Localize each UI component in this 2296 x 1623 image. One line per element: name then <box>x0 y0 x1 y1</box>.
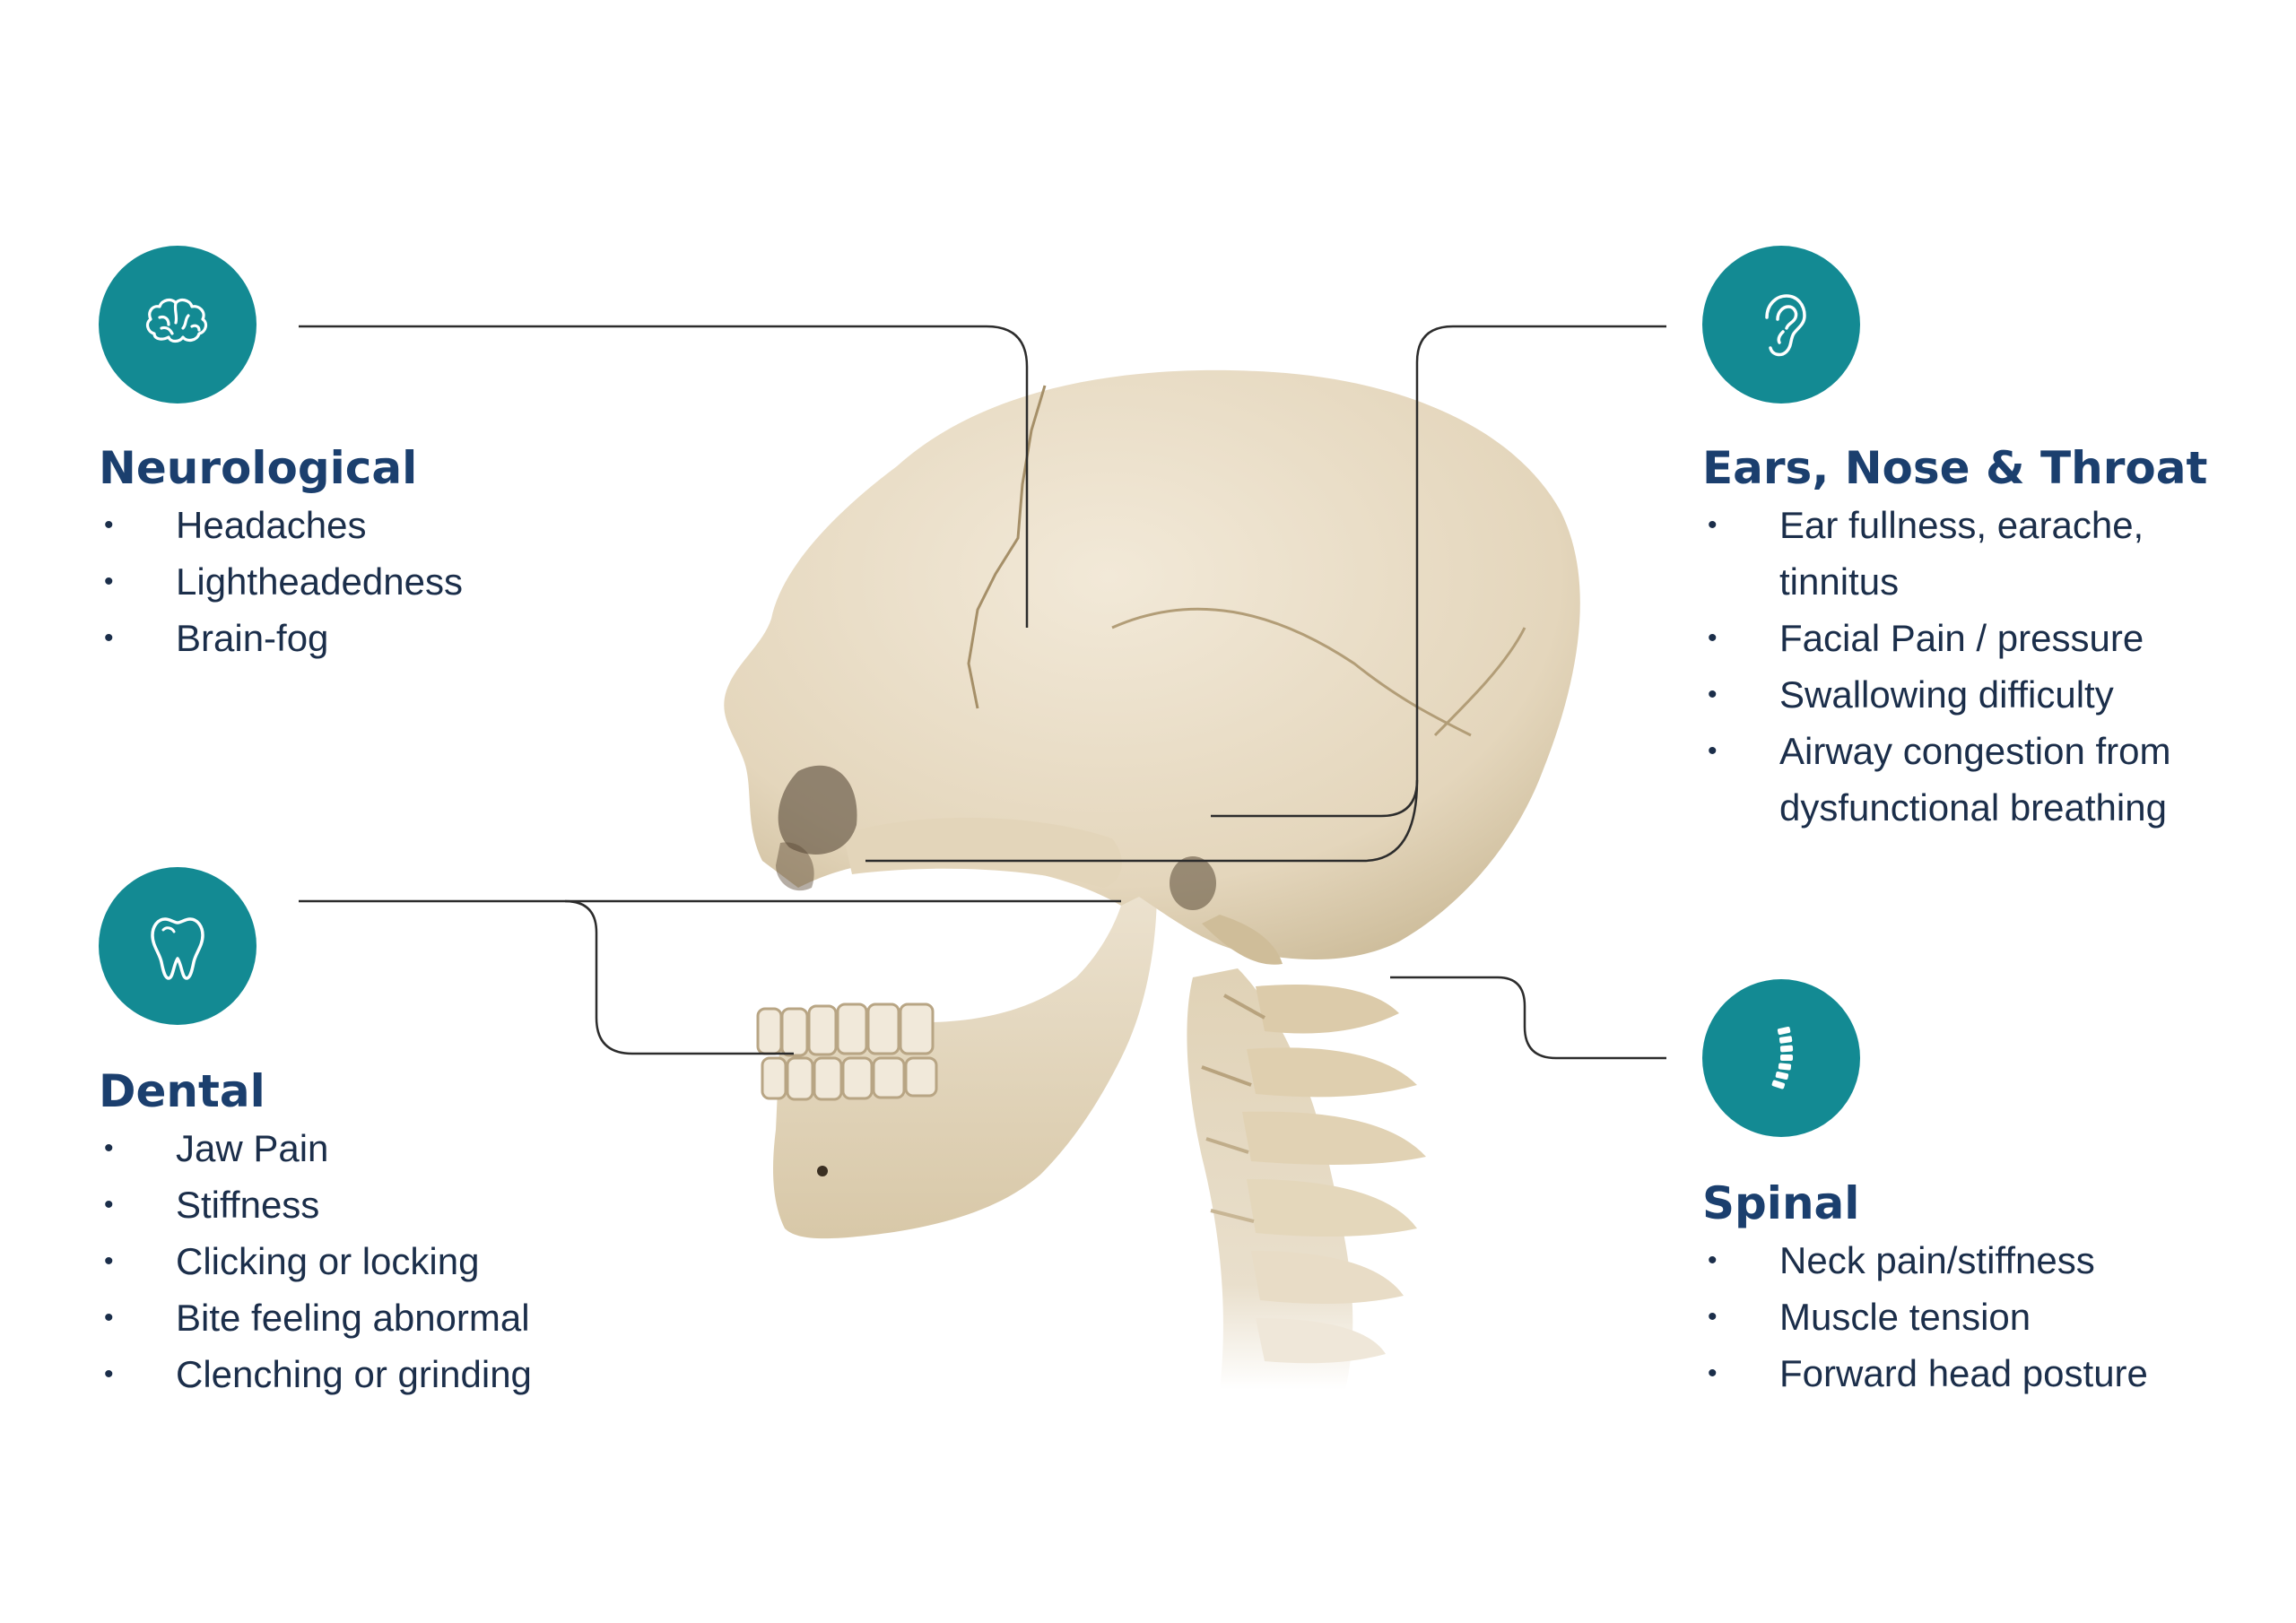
dental-section: Dental •Jaw Pain •Stiffness •Clicking or… <box>99 1063 532 1402</box>
bullet: • <box>104 1190 114 1219</box>
ent-title: Ears, Nose & Throat <box>1702 442 2208 494</box>
bullet: • <box>104 1359 114 1389</box>
list-item: •Lightheadedness <box>99 553 463 610</box>
spinal-title: Spinal <box>1702 1177 1860 1229</box>
bullet: • <box>104 1303 114 1332</box>
ent-connector-branch <box>865 779 1419 863</box>
bullet: • <box>104 1246 114 1276</box>
ent-section: Ears, Nose & Throat •Ear fullness, earac… <box>1702 439 2207 836</box>
bullet: • <box>1708 1302 1718 1332</box>
cranium <box>724 369 1580 965</box>
bullet: • <box>104 567 114 596</box>
ear-icon <box>1765 294 1806 357</box>
tooth-icon <box>151 917 204 980</box>
spinal-section: Spinal •Neck pain/stiffness •Muscle tens… <box>1702 1175 2148 1402</box>
list-item: •Airway congestion from <box>1702 723 2207 779</box>
list-item-continuation: dysfunctional breathing <box>1779 786 2167 829</box>
spine-icon <box>1771 1026 1794 1089</box>
ent-icon-badge <box>1702 246 1860 404</box>
neurological-list: •Headaches •Lightheadedness •Brain-fog <box>99 497 463 666</box>
dental-title: Dental <box>99 1065 265 1117</box>
bullet: • <box>104 1133 114 1163</box>
list-item: •Neck pain/stiffness <box>1702 1232 2148 1289</box>
list-item: •Brain-fog <box>99 610 463 666</box>
neurological-connector <box>299 325 1029 628</box>
neurological-icon-badge <box>99 246 257 404</box>
list-item: •Forward head posture <box>1702 1345 2148 1402</box>
bullet: • <box>104 623 114 653</box>
ent-list: •Ear fullness, earache, tinnitus •Facial… <box>1702 497 2207 836</box>
spinal-icon-badge <box>1702 979 1860 1137</box>
mandible <box>773 888 1157 1239</box>
list-item: •Facial Pain / pressure <box>1702 610 2207 666</box>
list-item: •Headaches <box>99 497 463 553</box>
list-item-continuation: tinnitus <box>1779 560 1900 603</box>
teeth <box>756 1002 938 1101</box>
dental-connector <box>299 899 794 1055</box>
cervical-spine <box>1187 968 1426 1390</box>
list-item: •Stiffness <box>99 1176 532 1233</box>
neurological-section: Neurological •Headaches •Lightheadedness… <box>99 439 463 666</box>
bullet: • <box>1708 1245 1718 1275</box>
bullet: • <box>1708 680 1718 709</box>
brain-icon <box>145 298 208 343</box>
spinal-connector <box>1390 976 1666 1060</box>
neurological-title: Neurological <box>99 442 418 494</box>
list-item: •Jaw Pain <box>99 1120 532 1176</box>
list-item: •Bite feeling abnormal <box>99 1289 532 1346</box>
list-item: •Clenching or grinding <box>99 1346 532 1402</box>
ent-connector <box>1211 325 1666 818</box>
list-item: •Swallowing difficulty <box>1702 666 2207 723</box>
bullet: • <box>1708 1358 1718 1388</box>
list-item: •Muscle tension <box>1702 1289 2148 1345</box>
spinal-list: •Neck pain/stiffness •Muscle tension •Fo… <box>1702 1232 2148 1402</box>
bullet: • <box>1708 736 1718 766</box>
bullet: • <box>1708 510 1718 540</box>
dental-list: •Jaw Pain •Stiffness •Clicking or lockin… <box>99 1120 532 1402</box>
list-item: •Ear fullness, earache, <box>1702 497 2207 553</box>
dental-icon-badge <box>99 867 257 1025</box>
bullet: • <box>104 510 114 540</box>
list-item: •Clicking or locking <box>99 1233 532 1289</box>
bullet: • <box>1708 623 1718 653</box>
